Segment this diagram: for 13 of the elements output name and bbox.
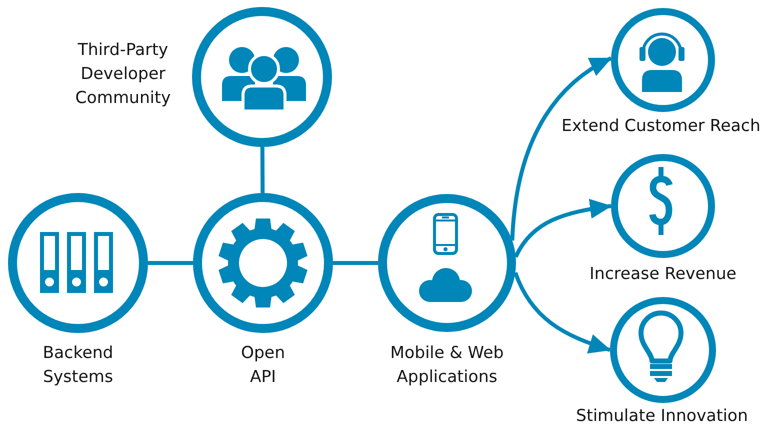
connector-line bbox=[148, 261, 193, 265]
node-label: Increase Revenue bbox=[588, 263, 738, 285]
connector-line bbox=[260, 146, 265, 194]
connector-line bbox=[333, 261, 378, 265]
node-label: Third-Party Developer Community bbox=[74, 39, 172, 109]
node-label: Open API bbox=[240, 342, 286, 388]
node-label: Stimulate Innovation bbox=[575, 405, 749, 427]
arrow bbox=[513, 272, 611, 354]
arrow bbox=[514, 199, 612, 258]
arrow bbox=[510, 56, 612, 241]
node-label: Extend Customer Reach bbox=[560, 115, 762, 137]
node-label: Backend Systems bbox=[42, 342, 114, 388]
node-label: Mobile & Web Applications bbox=[389, 342, 505, 388]
